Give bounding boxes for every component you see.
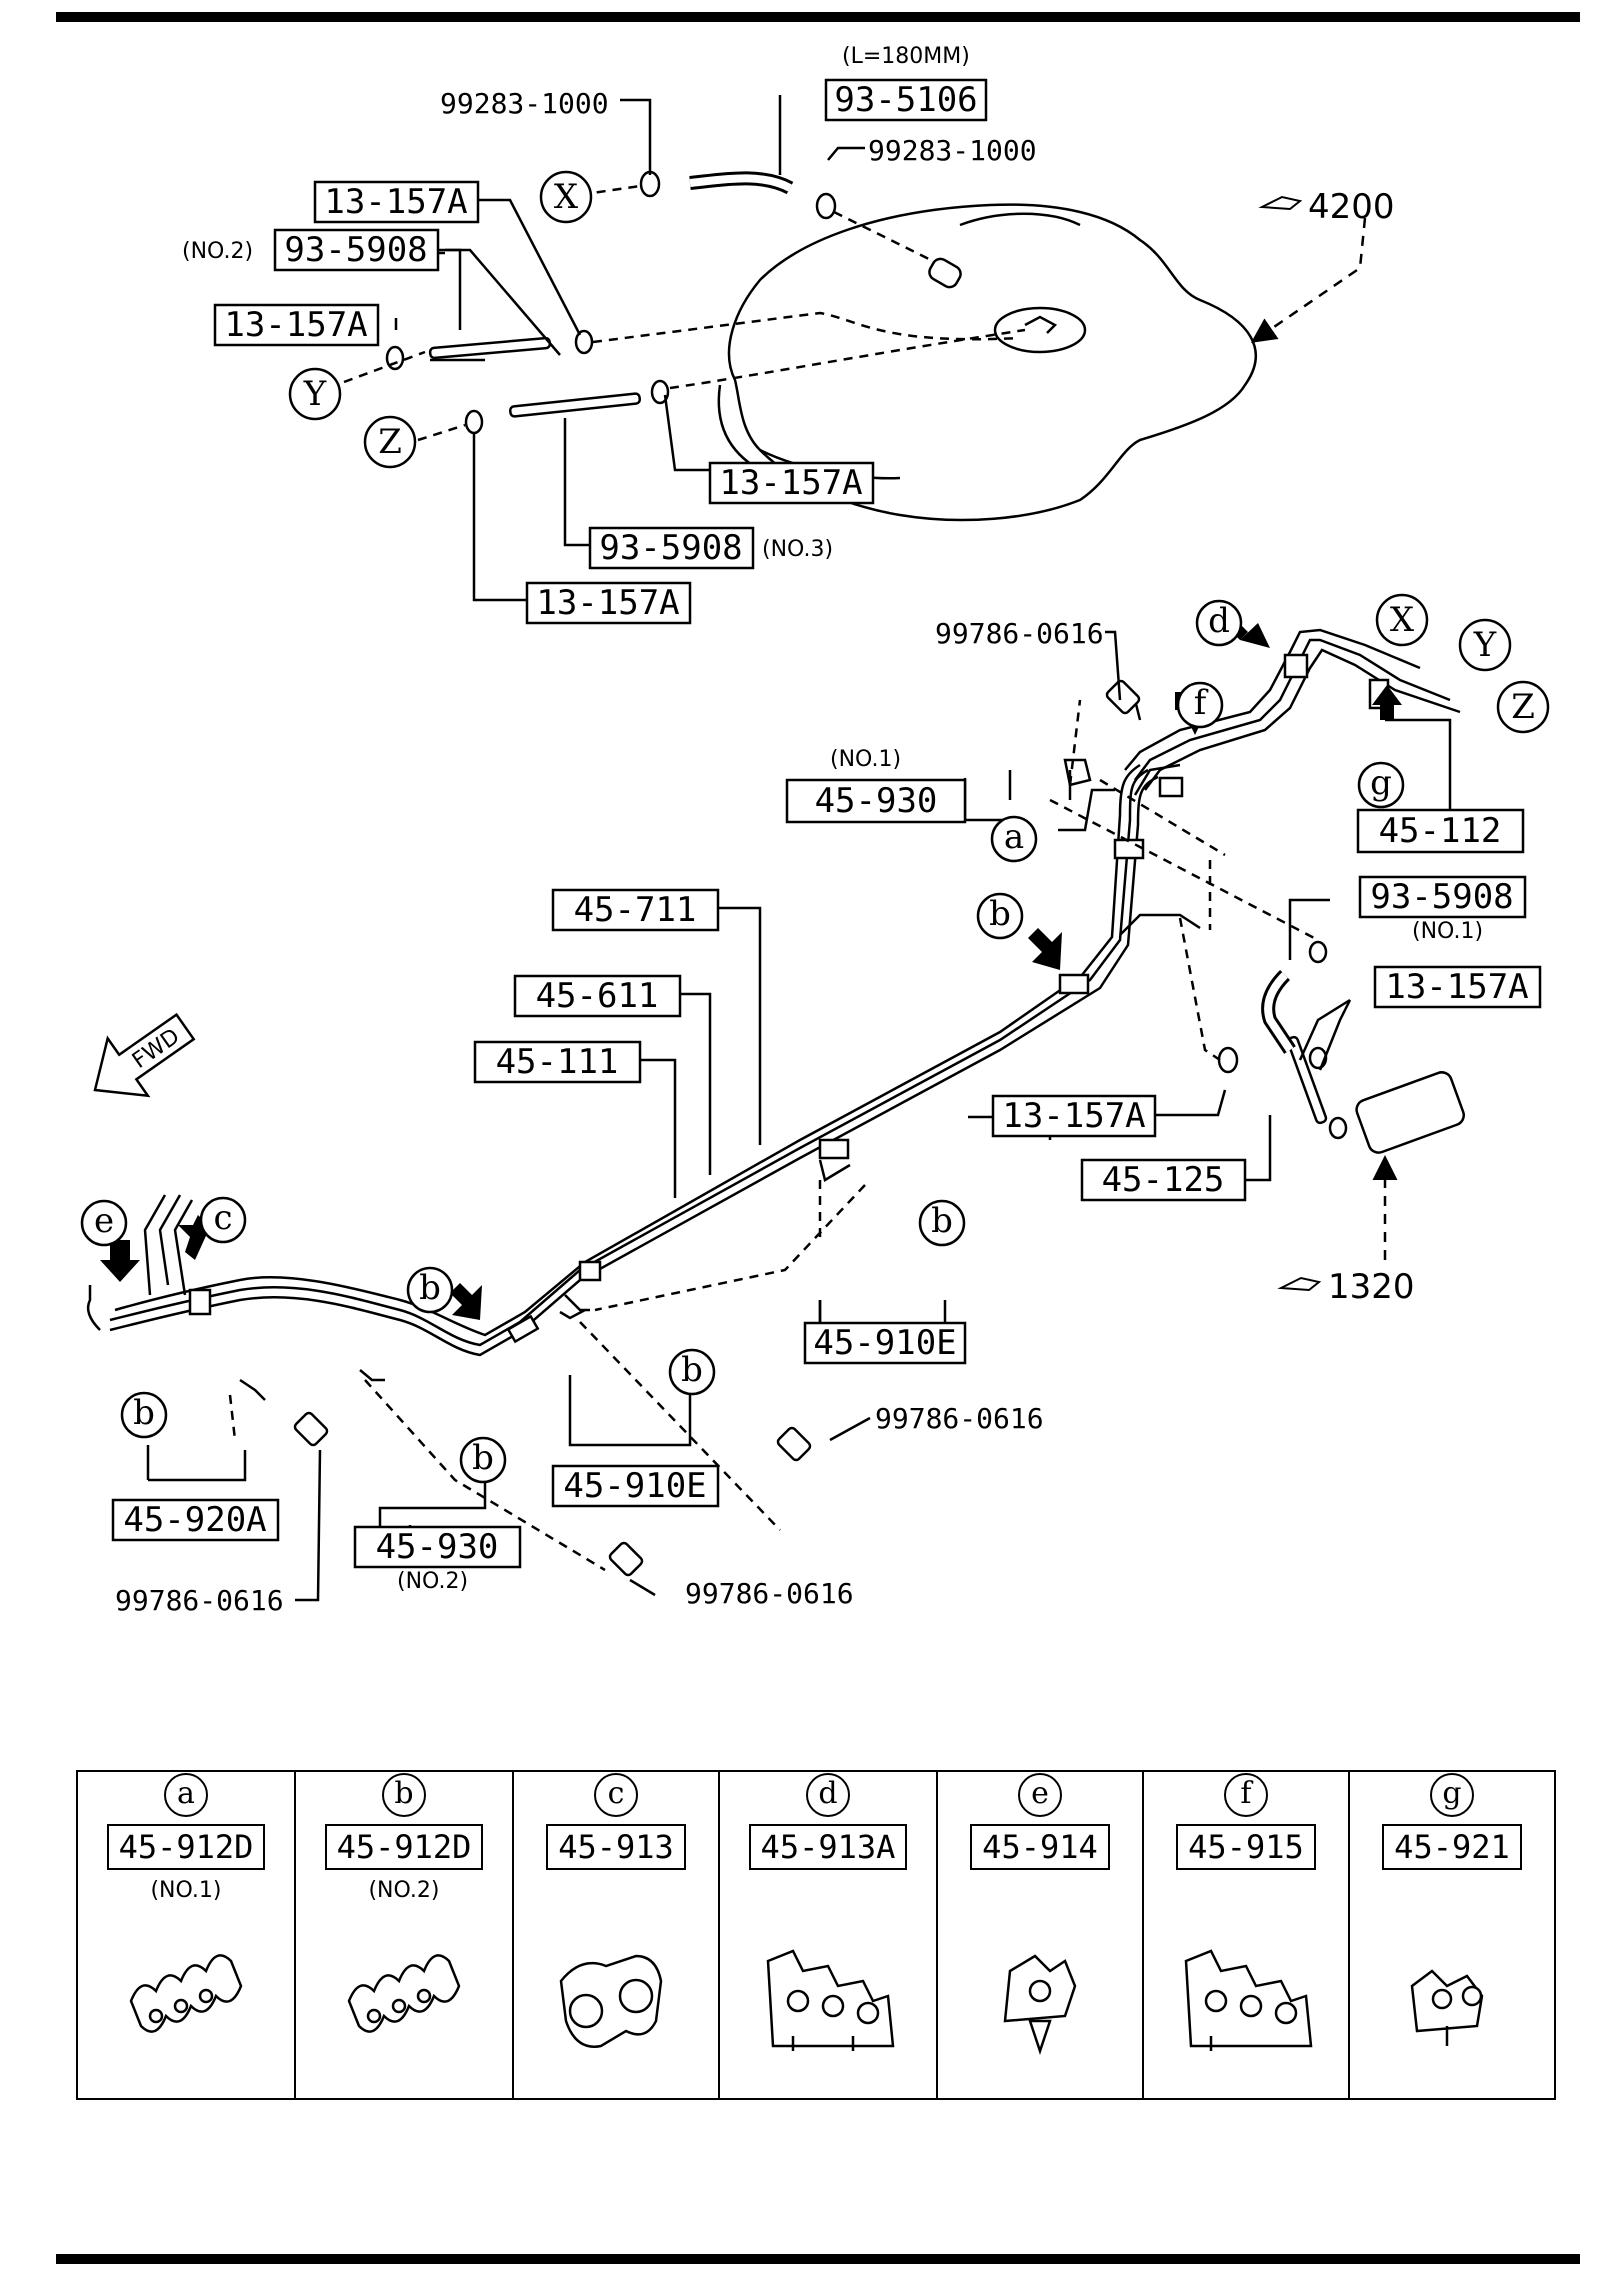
- fwd-arrow-icon: FWD: [93, 1012, 196, 1098]
- legend-note: [1350, 1876, 1554, 1906]
- clip-icon: [1184, 1949, 1313, 2051]
- marker-y-right: Y: [1473, 625, 1497, 665]
- marker-z-right: Z: [1511, 687, 1535, 727]
- part-45-910e-1: 45-910E: [813, 1323, 956, 1363]
- fuel-filter: [1049, 798, 1465, 1260]
- part-93-5106: 93-5106: [834, 80, 977, 120]
- ref-4200: 4200: [1308, 187, 1395, 227]
- marker-b-4: b: [681, 1350, 703, 1390]
- bolt-99786-0616-top: 99786-0616: [935, 617, 1104, 650]
- part-45-930-no2: 45-930: [376, 1527, 499, 1567]
- note-no1-93-5908: (NO.1): [1412, 919, 1483, 944]
- legend-note: [514, 1876, 718, 1906]
- note-no2-top: (NO.2): [182, 239, 253, 264]
- marker-d: d: [1208, 601, 1230, 641]
- legend-cell-e: e 45-914: [935, 1770, 1144, 2100]
- part-45-930-no1: 45-930: [815, 781, 938, 821]
- part-93-5908-no3: 93-5908: [599, 528, 742, 568]
- legend-part: 45-913: [546, 1824, 686, 1870]
- clip-legend-table: a 45-912D (NO.1) b 45-912D (NO.2) c 45-9…: [76, 1770, 1557, 2100]
- marker-g: g: [1370, 763, 1392, 803]
- legend-cell-b: b 45-912D (NO.2): [294, 1770, 514, 2100]
- part-45-910e-2: 45-910E: [563, 1466, 706, 1506]
- fuel-tank: [717, 203, 1257, 522]
- circled-letters: [80, 170, 1550, 1484]
- legend-part: 45-912D: [324, 1824, 484, 1870]
- bolt-99786-0616-left: 99786-0616: [115, 1584, 284, 1617]
- legend-part: 45-914: [970, 1824, 1110, 1870]
- clip-icon: [129, 1954, 243, 2033]
- fuel-line-diagram: X Y Z d X Y Z f g a b b e c b b b b FWD: [80, 44, 1550, 1617]
- marker-b-6: b: [472, 1438, 494, 1478]
- clip-icon: [1410, 1969, 1484, 2046]
- note-l-180mm: (L=180MM): [842, 44, 970, 69]
- marker-b-1: b: [989, 894, 1011, 934]
- legend-cell-c: c 45-913: [512, 1770, 720, 2100]
- bolt-99786-0616-mid: 99786-0616: [875, 1402, 1044, 1435]
- part-45-125: 45-125: [1102, 1160, 1225, 1200]
- marker-b-2: b: [931, 1201, 953, 1241]
- legend-note: (NO.2): [368, 1878, 440, 1903]
- legend-letter: e: [1017, 1773, 1062, 1817]
- legend-cell-d: d 45-913A: [717, 1770, 938, 2100]
- part-45-111: 45-111: [496, 1042, 619, 1082]
- marker-e: e: [94, 1201, 114, 1241]
- part-13-157a-2: 13-157A: [224, 305, 367, 345]
- part-45-711: 45-711: [574, 890, 697, 930]
- legend-part: 45-912D: [106, 1824, 266, 1870]
- clip-icon: [1003, 1954, 1077, 2055]
- part-45-112: 45-112: [1379, 811, 1502, 851]
- part-45-920a: 45-920A: [123, 1500, 266, 1540]
- marker-y-top: Y: [303, 374, 327, 414]
- legend-letter: a: [164, 1773, 208, 1817]
- part-13-157a-4: 13-157A: [536, 583, 679, 623]
- note-no3: (NO.3): [762, 537, 833, 562]
- pipe-run: [86, 628, 1461, 1357]
- bolt-icon: [293, 679, 1141, 1577]
- legend-letter: g: [1429, 1773, 1474, 1817]
- legend-letter: b: [382, 1773, 426, 1817]
- marker-z-top: Z: [378, 422, 402, 462]
- legend-note: [1144, 1876, 1348, 1906]
- part-45-611: 45-611: [536, 976, 659, 1016]
- legend-note: (NO.1): [150, 1878, 222, 1903]
- legend-part: 45-921: [1382, 1824, 1522, 1870]
- legend-part: 45-913A: [748, 1824, 908, 1870]
- ref-1320: 1320: [1328, 1267, 1415, 1307]
- marker-a: a: [1004, 817, 1024, 857]
- marker-f: f: [1194, 683, 1209, 723]
- marker-b-3: b: [419, 1268, 441, 1308]
- legend-note: [938, 1876, 1142, 1906]
- marker-c: c: [213, 1198, 232, 1238]
- legend-letter: c: [593, 1773, 638, 1817]
- legend-note: [720, 1876, 936, 1906]
- bolt-99786-0616-bottom: 99786-0616: [685, 1577, 854, 1610]
- brackets: [228, 698, 1226, 1572]
- bolt-99283-1000-b: 99283-1000: [868, 134, 1037, 167]
- top-rule: [56, 12, 1580, 22]
- bottom-rule: [56, 2254, 1580, 2264]
- marker-b-5: b: [133, 1393, 155, 1433]
- marker-x-top: X: [554, 177, 579, 217]
- legend-letter: d: [805, 1773, 850, 1817]
- part-93-5908-no1: 93-5908: [1370, 877, 1513, 917]
- legend-letter: f: [1223, 1773, 1268, 1817]
- clip-icon: [559, 1954, 663, 2048]
- bolt-99283-1000-a: 99283-1000: [440, 87, 609, 120]
- clip-icon: [766, 1949, 895, 2051]
- legend-cell-f: f 45-915: [1141, 1770, 1350, 2100]
- legend-cell-a: a 45-912D (NO.1): [76, 1770, 296, 2100]
- note-no2-45-930: (NO.2): [397, 1569, 468, 1594]
- part-13-157a-5: 13-157A: [1385, 967, 1528, 1007]
- part-13-157a-6: 13-157A: [1002, 1096, 1145, 1136]
- legend-part: 45-915: [1176, 1824, 1316, 1870]
- note-no1-45-930: (NO.1): [830, 747, 901, 772]
- part-13-157a-3: 13-157A: [719, 463, 862, 503]
- part-93-5908-no2: 93-5908: [284, 230, 427, 270]
- part-13-157a-1: 13-157A: [324, 182, 467, 222]
- clip-icon: [347, 1954, 461, 2033]
- marker-x-right: X: [1390, 600, 1415, 640]
- legend-cell-g: g 45-921: [1347, 1770, 1557, 2100]
- reference-pointer-icon: [1258, 195, 1322, 1292]
